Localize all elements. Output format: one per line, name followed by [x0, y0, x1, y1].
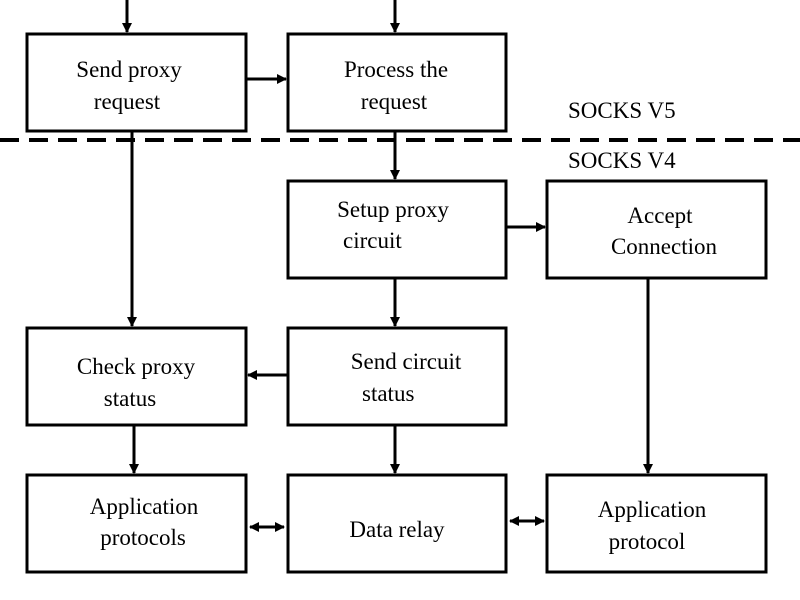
node-check-proxy-status: Check proxy status — [25, 326, 248, 427]
node-label-line2: Connection — [611, 234, 718, 259]
node-application-protocol: Application protocol — [545, 473, 768, 574]
node-label-line1: Send circuit — [351, 349, 462, 374]
socks-v4-label: SOCKS V4 — [568, 148, 676, 173]
node-label-line1: Setup proxy — [337, 197, 449, 222]
node-label-line1: Process the — [344, 57, 448, 82]
node-label-line2: protocol — [609, 529, 686, 554]
node-process-request: Process the request — [286, 32, 508, 133]
node-label-line1: Application — [598, 497, 707, 522]
node-label-line2: request — [94, 89, 161, 114]
node-label-line1: Data relay — [349, 517, 445, 542]
node-data-relay: Data relay — [286, 473, 508, 574]
node-label-line1: Send proxy — [76, 57, 182, 82]
node-label-line1: Check proxy — [77, 354, 196, 379]
socks-v5-label: SOCKS V5 — [568, 98, 676, 123]
node-label-line1: Accept — [627, 203, 693, 228]
node-accept-connection: Accept Connection — [545, 179, 768, 280]
node-label-line2: request — [361, 89, 428, 114]
node-send-proxy-request: Send proxy request — [25, 32, 248, 133]
node-label-line2: status — [362, 381, 414, 406]
node-label-line2: circuit — [343, 228, 402, 253]
node-label-line1: Application — [90, 494, 199, 519]
node-send-circuit-status: Send circuit status — [286, 326, 508, 427]
node-label-line2: protocols — [100, 525, 186, 550]
node-label-line2: status — [104, 386, 156, 411]
node-application-protocols: Application protocols — [25, 473, 248, 574]
node-setup-proxy-circuit: Setup proxy circuit — [286, 179, 508, 280]
